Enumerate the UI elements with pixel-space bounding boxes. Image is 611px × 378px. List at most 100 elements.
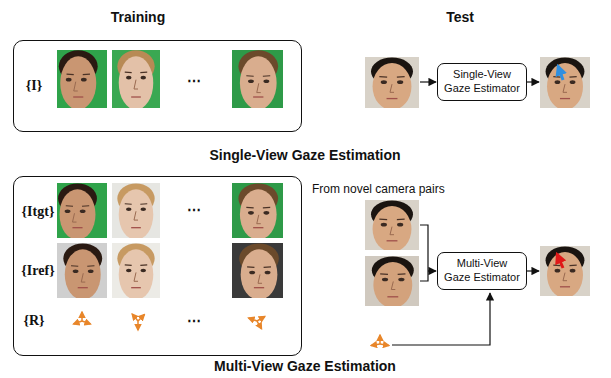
nose [563, 273, 567, 281]
face-photo [112, 183, 160, 238]
axis [81, 312, 83, 321]
face-photo [540, 246, 590, 296]
mouth [131, 227, 141, 228]
eyebrow [246, 207, 253, 209]
mouth [387, 98, 398, 99]
eyebrow [67, 74, 74, 76]
eyebrow [397, 219, 405, 221]
face [119, 56, 154, 108]
eye [381, 223, 387, 227]
eye [140, 207, 146, 211]
eyebrow [380, 273, 388, 275]
eye [397, 223, 403, 227]
axis [249, 318, 257, 321]
nose [257, 215, 261, 224]
mouth [387, 296, 398, 297]
mouth [560, 98, 570, 99]
estimator-box: Multi-View Gaze Estimator [437, 252, 527, 290]
nose [391, 281, 395, 289]
arrow [527, 270, 539, 271]
ellipsis: ⋯ [187, 202, 201, 219]
mouth [78, 287, 88, 288]
eye [126, 269, 132, 273]
ellipsis: ⋯ [187, 73, 201, 90]
gaze-arrow [557, 254, 563, 268]
face [240, 56, 277, 108]
face-photo [112, 243, 160, 298]
face [60, 56, 96, 108]
eyebrow [71, 265, 78, 267]
rotation-arrow [392, 293, 490, 345]
eye [65, 209, 71, 213]
mouth [253, 96, 263, 97]
arrow [420, 81, 436, 82]
eyebrow [246, 75, 253, 77]
rotation-icon [371, 335, 389, 346]
section-heading: Single-View Gaze Estimation [209, 147, 400, 163]
face [373, 262, 412, 306]
merge-bracket [420, 225, 428, 281]
face [60, 189, 96, 238]
eyebrow [379, 219, 387, 221]
gaze-arrow [558, 66, 563, 80]
eyebrow [83, 74, 90, 76]
eye [570, 80, 576, 84]
eyebrow [397, 76, 405, 78]
eyebrow [398, 273, 406, 275]
eye [66, 78, 72, 82]
eye [381, 80, 387, 84]
eye [88, 269, 94, 273]
mouth [131, 96, 141, 97]
mouth [254, 287, 264, 288]
axis [137, 321, 139, 330]
eye [73, 269, 79, 273]
mouth [131, 287, 141, 288]
face [240, 189, 277, 238]
eye [249, 271, 255, 275]
nose [258, 274, 262, 283]
axis [74, 321, 82, 324]
face-photo [112, 50, 160, 108]
axis [132, 314, 138, 321]
nose [74, 82, 78, 91]
eye [555, 269, 561, 273]
face-photo [540, 57, 590, 108]
nose [134, 211, 138, 220]
eyebrow [82, 205, 89, 207]
mouth [387, 240, 398, 241]
mouth [253, 227, 263, 228]
set-label: {I} [26, 78, 42, 94]
eyebrow [125, 264, 132, 266]
eye [397, 80, 403, 84]
rotation-icon [132, 314, 144, 330]
face [65, 249, 101, 298]
box-label: Single-View Gaze Estimator [444, 68, 520, 96]
face-photo [232, 243, 283, 298]
axis [257, 321, 262, 329]
axis [380, 344, 389, 346]
eye [126, 207, 132, 211]
rotation-icon [249, 317, 265, 329]
nose [390, 84, 394, 92]
face-photo [232, 183, 283, 238]
set-label: {Iref} [21, 263, 54, 279]
estimator-box: Single-View Gaze Estimator [437, 63, 527, 101]
eye [140, 269, 146, 273]
eyebrow [379, 76, 387, 78]
eyebrow [87, 265, 94, 267]
eye [265, 271, 271, 275]
eye [382, 278, 388, 282]
nose [134, 80, 138, 89]
face [373, 63, 412, 108]
eyebrow [553, 265, 560, 267]
flow-arrows [392, 82, 539, 345]
face [241, 249, 278, 298]
eyebrow [125, 72, 132, 74]
eye [555, 80, 561, 84]
eyebrow [263, 75, 270, 77]
face-photo [365, 57, 419, 108]
arrow [428, 270, 436, 271]
eyebrow [570, 265, 577, 267]
eyebrow [140, 264, 147, 266]
